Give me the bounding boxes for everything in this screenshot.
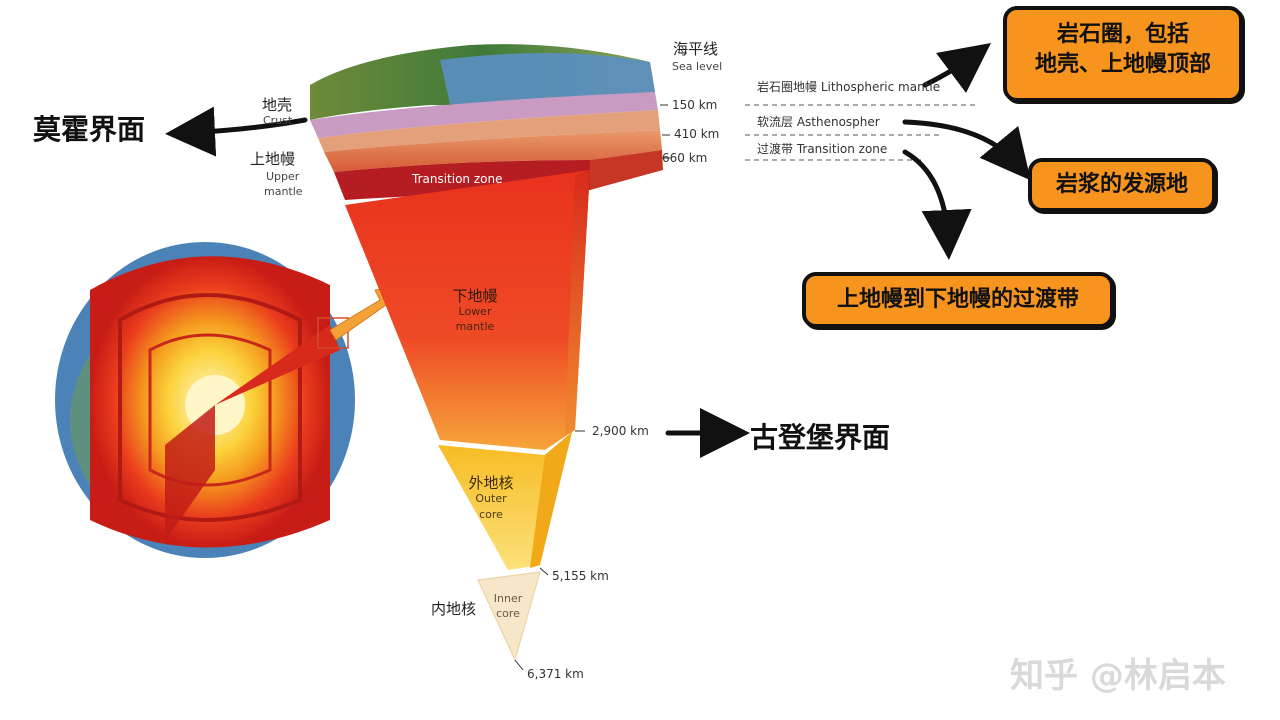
magma-source-callout: 岩浆的发源地 bbox=[1028, 158, 1216, 212]
inner-core-en-2: core bbox=[496, 607, 520, 620]
transition-zone-band-label: Transition zone bbox=[412, 172, 503, 186]
depth-leaders bbox=[745, 104, 975, 161]
transition-zone-callout: 上地幔到下地幔的过渡带 bbox=[802, 272, 1114, 328]
sea-level-en: Sea level bbox=[672, 60, 723, 73]
transition-zone-callout-text: 上地幔到下地幔的过渡带 bbox=[836, 287, 1079, 312]
lower-mantle-zh: 下地幔 bbox=[452, 287, 498, 305]
annotation-arrows bbox=[165, 43, 1031, 458]
inner-core-block bbox=[477, 571, 541, 662]
lithospheric-band bbox=[318, 110, 660, 152]
upper-mantle-en-1: Upper bbox=[266, 170, 300, 183]
depth-6371: 6,371 km bbox=[527, 667, 584, 681]
inner-core-en-1: Inner bbox=[493, 592, 523, 605]
moho-arrow bbox=[165, 106, 308, 157]
crust-band bbox=[310, 92, 658, 138]
watermark: 知乎 @林启本 bbox=[1010, 656, 1226, 696]
moho-discontinuity-label: 莫霍界面 bbox=[33, 113, 146, 146]
lower-mantle-en-1: Lower bbox=[458, 305, 492, 318]
ocean-surface bbox=[440, 52, 655, 104]
lithospheric-mantle-label: 岩石圈地幔 Lithospheric mantle bbox=[757, 80, 941, 94]
outer-core-en-1: Outer bbox=[475, 492, 507, 505]
lower-mantle-block bbox=[345, 170, 590, 450]
lithosphere-arrow bbox=[922, 43, 992, 93]
depth-150: 150 km bbox=[672, 98, 718, 112]
depth-ticks bbox=[514, 104, 670, 671]
sea-level-zh: 海平线 bbox=[673, 40, 719, 58]
upper-mantle-zh: 上地幔 bbox=[250, 150, 296, 168]
lithosphere-callout: 岩石圈，包括 地壳、上地幔顶部 bbox=[1003, 6, 1243, 102]
upper-mantle-en-2: mantle bbox=[264, 185, 303, 198]
depth-2900: 2,900 km bbox=[592, 424, 649, 438]
transition-zone-label: 过渡带 Transition zone bbox=[757, 142, 888, 156]
depth-5155: 5,155 km bbox=[552, 569, 609, 583]
transition-arrow bbox=[902, 149, 972, 260]
outer-core-zh: 外地核 bbox=[468, 474, 514, 492]
globe-cutaway bbox=[55, 242, 355, 558]
inner-core-zh: 内地核 bbox=[431, 600, 477, 618]
outer-core-en-2: core bbox=[479, 508, 503, 521]
layer-column bbox=[310, 44, 663, 662]
lower-mantle-en-2: mantle bbox=[455, 320, 495, 333]
gutenberg-discontinuity-label: 古登堡界面 bbox=[750, 421, 891, 454]
lithosphere-callout-line1: 岩石圈，包括 bbox=[1056, 22, 1189, 47]
depth-660: 660 km bbox=[662, 151, 708, 165]
magma-arrow bbox=[902, 119, 1031, 181]
lithosphere-callout-line2: 地壳、上地幔顶部 bbox=[1034, 52, 1211, 77]
magma-source-text: 岩浆的发源地 bbox=[1055, 172, 1188, 197]
depth-410: 410 km bbox=[674, 127, 720, 141]
crust-zh: 地壳 bbox=[262, 96, 293, 114]
asthenosphere-label: 软流层 Asthenospher bbox=[757, 115, 880, 129]
asthenosphere-band bbox=[324, 130, 662, 172]
crust-en: Crust bbox=[263, 114, 293, 127]
